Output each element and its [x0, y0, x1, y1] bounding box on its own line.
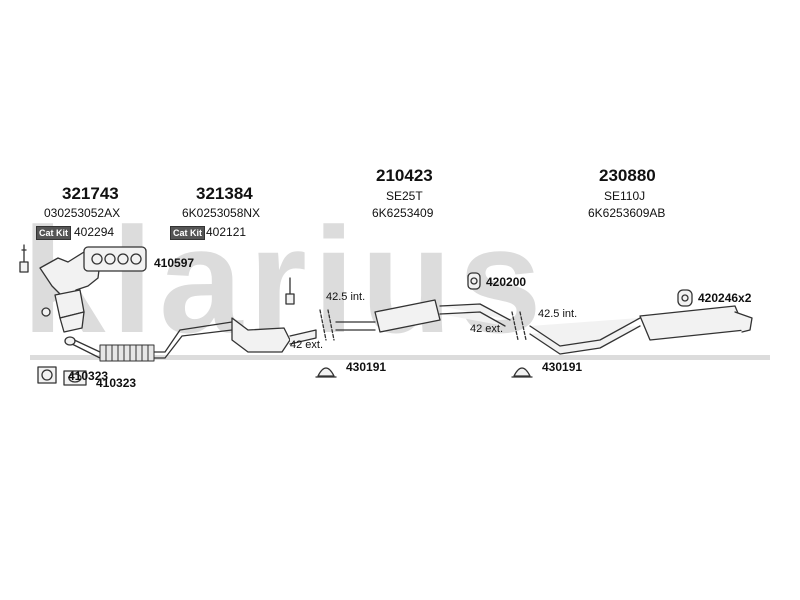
callout-label: 430191 [542, 360, 583, 374]
manifold-gasket [83, 246, 147, 272]
callout-label: 410323 [68, 369, 109, 383]
callout-label: 410597 [154, 256, 195, 270]
dimension-label: 42 ext. [290, 339, 324, 351]
catalytic-converter [231, 317, 317, 353]
part-code-label: 030253052AX [44, 206, 121, 220]
pipe-cut-marker [511, 311, 527, 341]
clamp-icon [315, 367, 337, 378]
oxygen-sensor-icon [19, 244, 29, 273]
front-pipe [64, 321, 233, 359]
catkit-badge: Cat Kit [36, 226, 71, 240]
watermark-underline [30, 355, 770, 360]
callout-label: 420246x2 [698, 291, 752, 305]
part-code-label: SE25T [386, 189, 423, 203]
part-ref-label: 6K6253409 [372, 206, 434, 220]
rubber-mount-icon [677, 289, 693, 307]
pipe-cut-marker [319, 309, 335, 341]
part-number-label: 210423 [376, 166, 433, 185]
oxygen-sensor-icon [285, 277, 295, 305]
rear-silencer [529, 305, 753, 355]
catkit-number-label: 402121 [206, 225, 247, 239]
part-code-label: 6K0253058NX [182, 206, 261, 220]
callout-label: 420200 [486, 275, 527, 289]
seal-ring-icon [63, 370, 87, 386]
rubber-mount-icon [467, 272, 481, 290]
callout-label: 430191 [346, 360, 387, 374]
part-number-label: 321384 [196, 184, 253, 203]
dimension-label: 42.5 int. [326, 291, 366, 303]
clamp-icon [511, 367, 533, 378]
seal-ring-icon [37, 366, 57, 384]
part-number-label: 230880 [599, 166, 656, 185]
part-number-label: 321743 [62, 184, 119, 203]
catkit-badge: Cat Kit [170, 226, 205, 240]
dimension-label: 42 ext. [470, 323, 504, 335]
centre-silencer [335, 299, 511, 333]
callout-label: 410323 [96, 376, 137, 390]
part-code-label: SE110J [604, 189, 646, 203]
dimension-label: 42.5 int. [538, 308, 578, 320]
part-ref-label: 6K6253609AB [588, 206, 666, 220]
flexible-section [99, 344, 155, 362]
catkit-number-label: 402294 [74, 225, 115, 239]
